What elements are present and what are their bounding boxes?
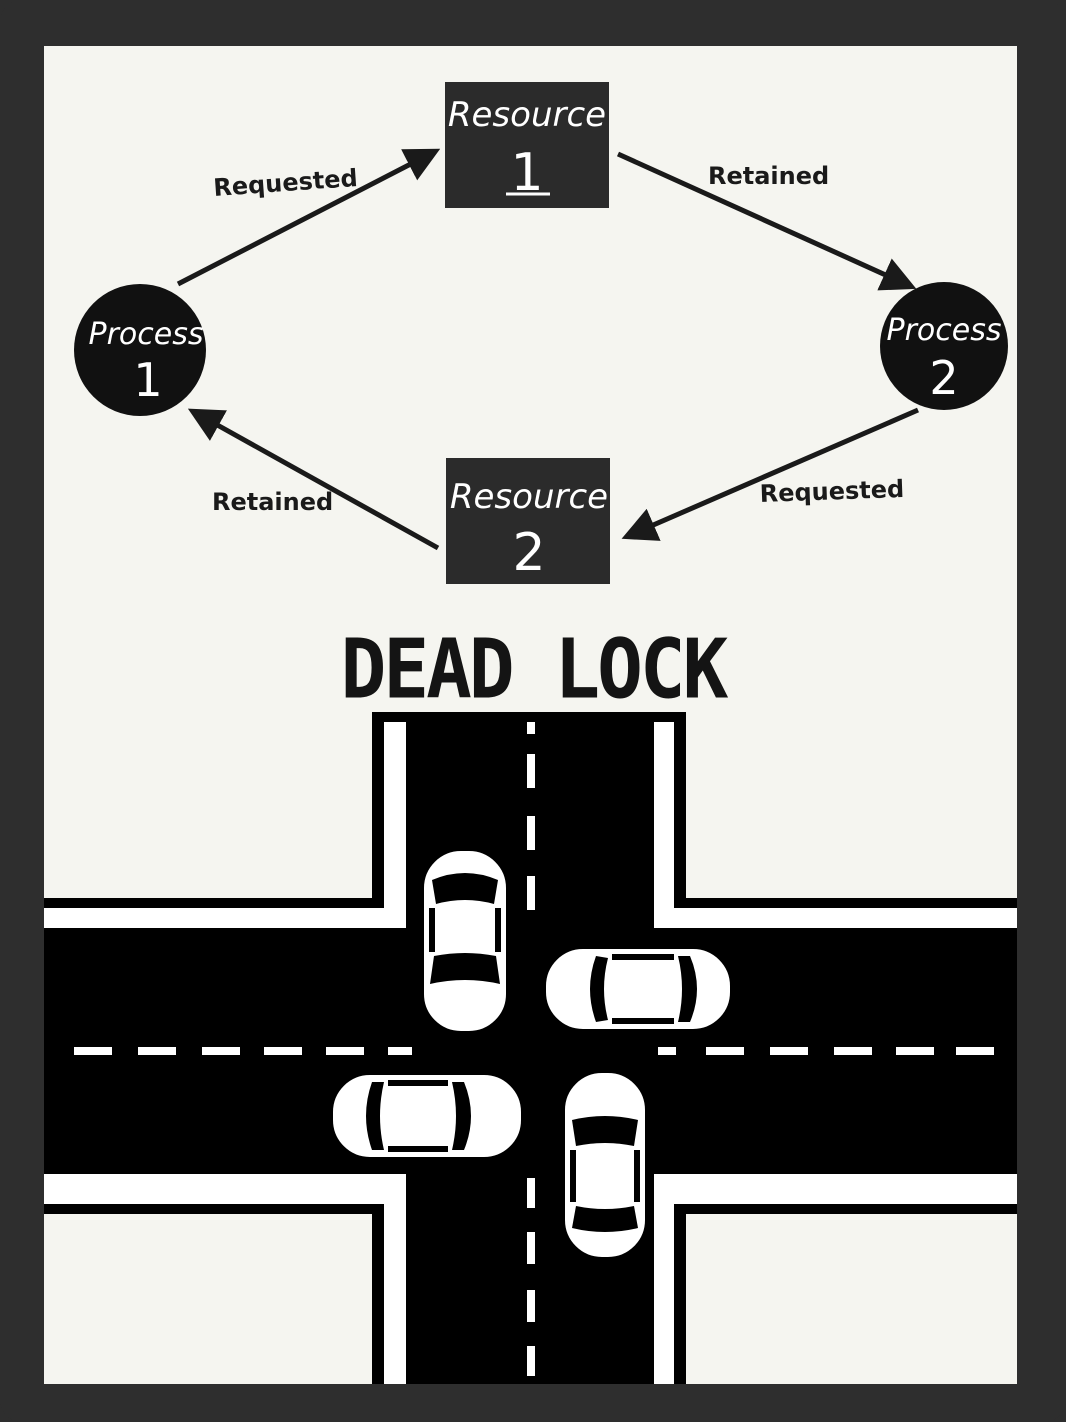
process-2-number: 2 bbox=[929, 351, 958, 405]
edge-p1-to-r1 bbox=[176, 148, 441, 287]
edge-label-p1-r1: Requested bbox=[212, 164, 358, 202]
process-1-number: 1 bbox=[133, 353, 162, 407]
edge-label-r2-p1: Retained bbox=[212, 488, 333, 516]
car-northbound bbox=[563, 1071, 647, 1259]
lane-markings-horizontal bbox=[74, 1047, 994, 1055]
edge-r2-to-p1 bbox=[187, 408, 440, 551]
process-1-label: Process bbox=[89, 317, 204, 352]
allocation-graph: Requested Retained Requested Retained Re… bbox=[74, 82, 1008, 584]
edge-r1-to-p2 bbox=[616, 151, 917, 291]
process-2-node: Process 2 bbox=[880, 282, 1008, 410]
car-eastbound bbox=[331, 1073, 523, 1159]
intersection bbox=[44, 712, 1017, 1384]
edge-label-p2-r2: Requested bbox=[759, 475, 904, 508]
page-title: DEAD LOCK bbox=[340, 620, 729, 717]
resource-1-node: Resource 1 bbox=[445, 82, 609, 208]
resource-2-label: Resource bbox=[450, 477, 608, 517]
process-1-node: Process 1 bbox=[74, 284, 206, 416]
resource-1-label: Resource bbox=[448, 95, 606, 135]
resource-2-node: Resource 2 bbox=[446, 458, 610, 584]
road-horizontal bbox=[44, 928, 1017, 1174]
lane-markings-vertical bbox=[527, 722, 535, 1376]
car-southbound bbox=[422, 849, 508, 1033]
resource-2-number: 2 bbox=[512, 523, 545, 583]
edge-p2-to-r2 bbox=[621, 407, 919, 541]
car-westbound bbox=[544, 947, 732, 1031]
process-2-label: Process bbox=[887, 313, 1002, 348]
edge-label-r1-p2: Retained bbox=[708, 162, 829, 190]
